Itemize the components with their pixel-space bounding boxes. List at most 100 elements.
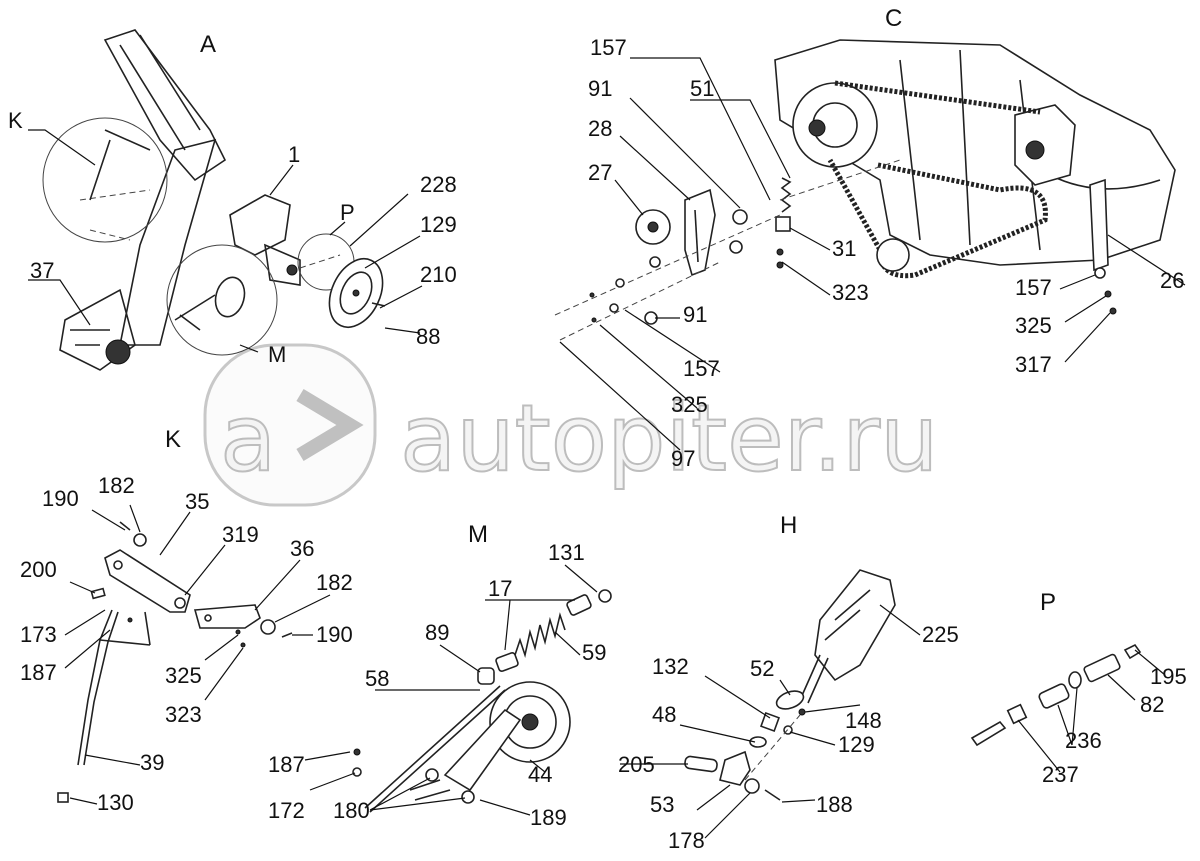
callout-59: 59 — [582, 640, 606, 665]
callout-82: 82 — [1140, 692, 1164, 717]
bushing-89 — [477, 667, 495, 685]
watermark-logo-badge — [203, 343, 377, 507]
cotter-188 — [764, 789, 781, 801]
detail-circle-k — [42, 117, 168, 243]
callout-58: 58 — [365, 666, 389, 691]
callout-157-c: 157 — [1015, 275, 1052, 300]
view-a: A K — [8, 29, 457, 371]
callout-53: 53 — [650, 792, 674, 817]
washer-48 — [749, 736, 767, 748]
yoke-53 — [719, 750, 751, 786]
section-label-k: K — [165, 426, 181, 453]
callout-k: K — [8, 108, 23, 133]
callout-228: 228 — [420, 172, 457, 197]
rod-39 — [77, 609, 119, 766]
callout-129-a: 129 — [420, 212, 457, 237]
watermark-logo-arrow — [296, 388, 364, 462]
callout-m-a: M — [268, 342, 286, 367]
plate-36 — [193, 604, 261, 629]
callout-88: 88 — [416, 324, 440, 349]
view-k: K 190 182 35 319 36 2 — [20, 426, 353, 815]
spring-51 — [780, 177, 792, 213]
callout-236: 236 — [1065, 728, 1102, 753]
axis-line-c — [554, 159, 901, 341]
callout-200: 200 — [20, 557, 57, 582]
section-label-p: P — [1040, 589, 1056, 616]
callout-182-b: 182 — [316, 570, 353, 595]
callout-36: 36 — [290, 536, 314, 561]
detail-circle-m — [166, 244, 278, 356]
pin-200 — [90, 587, 106, 600]
nut-132 — [760, 712, 780, 732]
callout-39: 39 — [140, 750, 164, 775]
callout-131: 131 — [548, 540, 585, 565]
section-label-h: H — [780, 512, 797, 539]
callout-130: 130 — [97, 790, 134, 815]
bushing-237 — [1006, 703, 1028, 725]
spring-59 — [514, 612, 566, 659]
gearbox-shaft — [286, 264, 298, 276]
lever-35 — [104, 549, 191, 613]
bearing-block — [1014, 104, 1076, 186]
callout-17: 17 — [488, 576, 512, 601]
callout-178: 178 — [668, 828, 705, 853]
sleeve-236 — [1038, 683, 1070, 709]
callout-31: 31 — [832, 236, 856, 261]
arm-28 — [684, 188, 716, 277]
callout-91-b: 91 — [683, 302, 707, 327]
callout-190-b: 190 — [316, 622, 353, 647]
pin-205 — [684, 755, 718, 773]
callout-323-c: 323 — [832, 280, 869, 305]
callout-35: 35 — [185, 489, 209, 514]
callout-187-m: 187 — [268, 752, 305, 777]
callout-129-h: 129 — [838, 732, 875, 757]
chute-body — [103, 29, 227, 182]
callout-37: 37 — [30, 258, 54, 283]
washer-236 — [1068, 671, 1082, 689]
callout-323-k: 323 — [165, 702, 202, 727]
callout-52: 52 — [750, 656, 774, 681]
callout-187-k: 187 — [20, 660, 57, 685]
seal-52 — [775, 690, 805, 710]
callout-157-b: 157 — [683, 356, 720, 381]
leader-a-k — [28, 129, 96, 166]
callout-180: 180 — [333, 798, 370, 823]
section-label-a: A — [200, 31, 216, 58]
idler-sprocket — [876, 238, 910, 272]
chute-tube — [119, 138, 217, 346]
callout-26: 26 — [1160, 268, 1184, 293]
washer-91 — [732, 209, 748, 225]
callout-195: 195 — [1150, 664, 1187, 689]
callout-225: 225 — [922, 622, 959, 647]
callout-189: 189 — [530, 805, 567, 830]
callout-89: 89 — [425, 620, 449, 645]
sleeve-17-b — [566, 594, 592, 616]
base-gear — [105, 339, 131, 365]
callout-28: 28 — [588, 116, 612, 141]
watermark-text: autopiter.ru — [400, 385, 938, 492]
gearbox-225 — [814, 569, 896, 682]
watermark: a autopiter.ru — [203, 343, 939, 507]
callout-48: 48 — [652, 702, 676, 727]
callout-148: 148 — [845, 708, 882, 733]
callout-325-a: 325 — [671, 392, 708, 417]
callout-91-a: 91 — [588, 76, 612, 101]
callout-319: 319 — [222, 522, 259, 547]
nut-130 — [57, 792, 69, 803]
callout-173: 173 — [20, 622, 57, 647]
nut-131 — [598, 589, 612, 603]
callout-325-k: 325 — [165, 663, 202, 688]
callout-182-a: 182 — [98, 473, 135, 498]
plate-31 — [775, 216, 791, 232]
callout-51: 51 — [690, 76, 714, 101]
pulley-a — [214, 276, 246, 318]
shaft-237 — [970, 720, 1007, 747]
callout-132: 132 — [652, 654, 689, 679]
view-c: C — [554, 5, 1186, 471]
nipple-195 — [1123, 643, 1142, 660]
callout-1: 1 — [288, 142, 300, 167]
callout-188: 188 — [816, 792, 853, 817]
gearbox — [229, 194, 291, 256]
large-sprocket — [792, 82, 878, 168]
